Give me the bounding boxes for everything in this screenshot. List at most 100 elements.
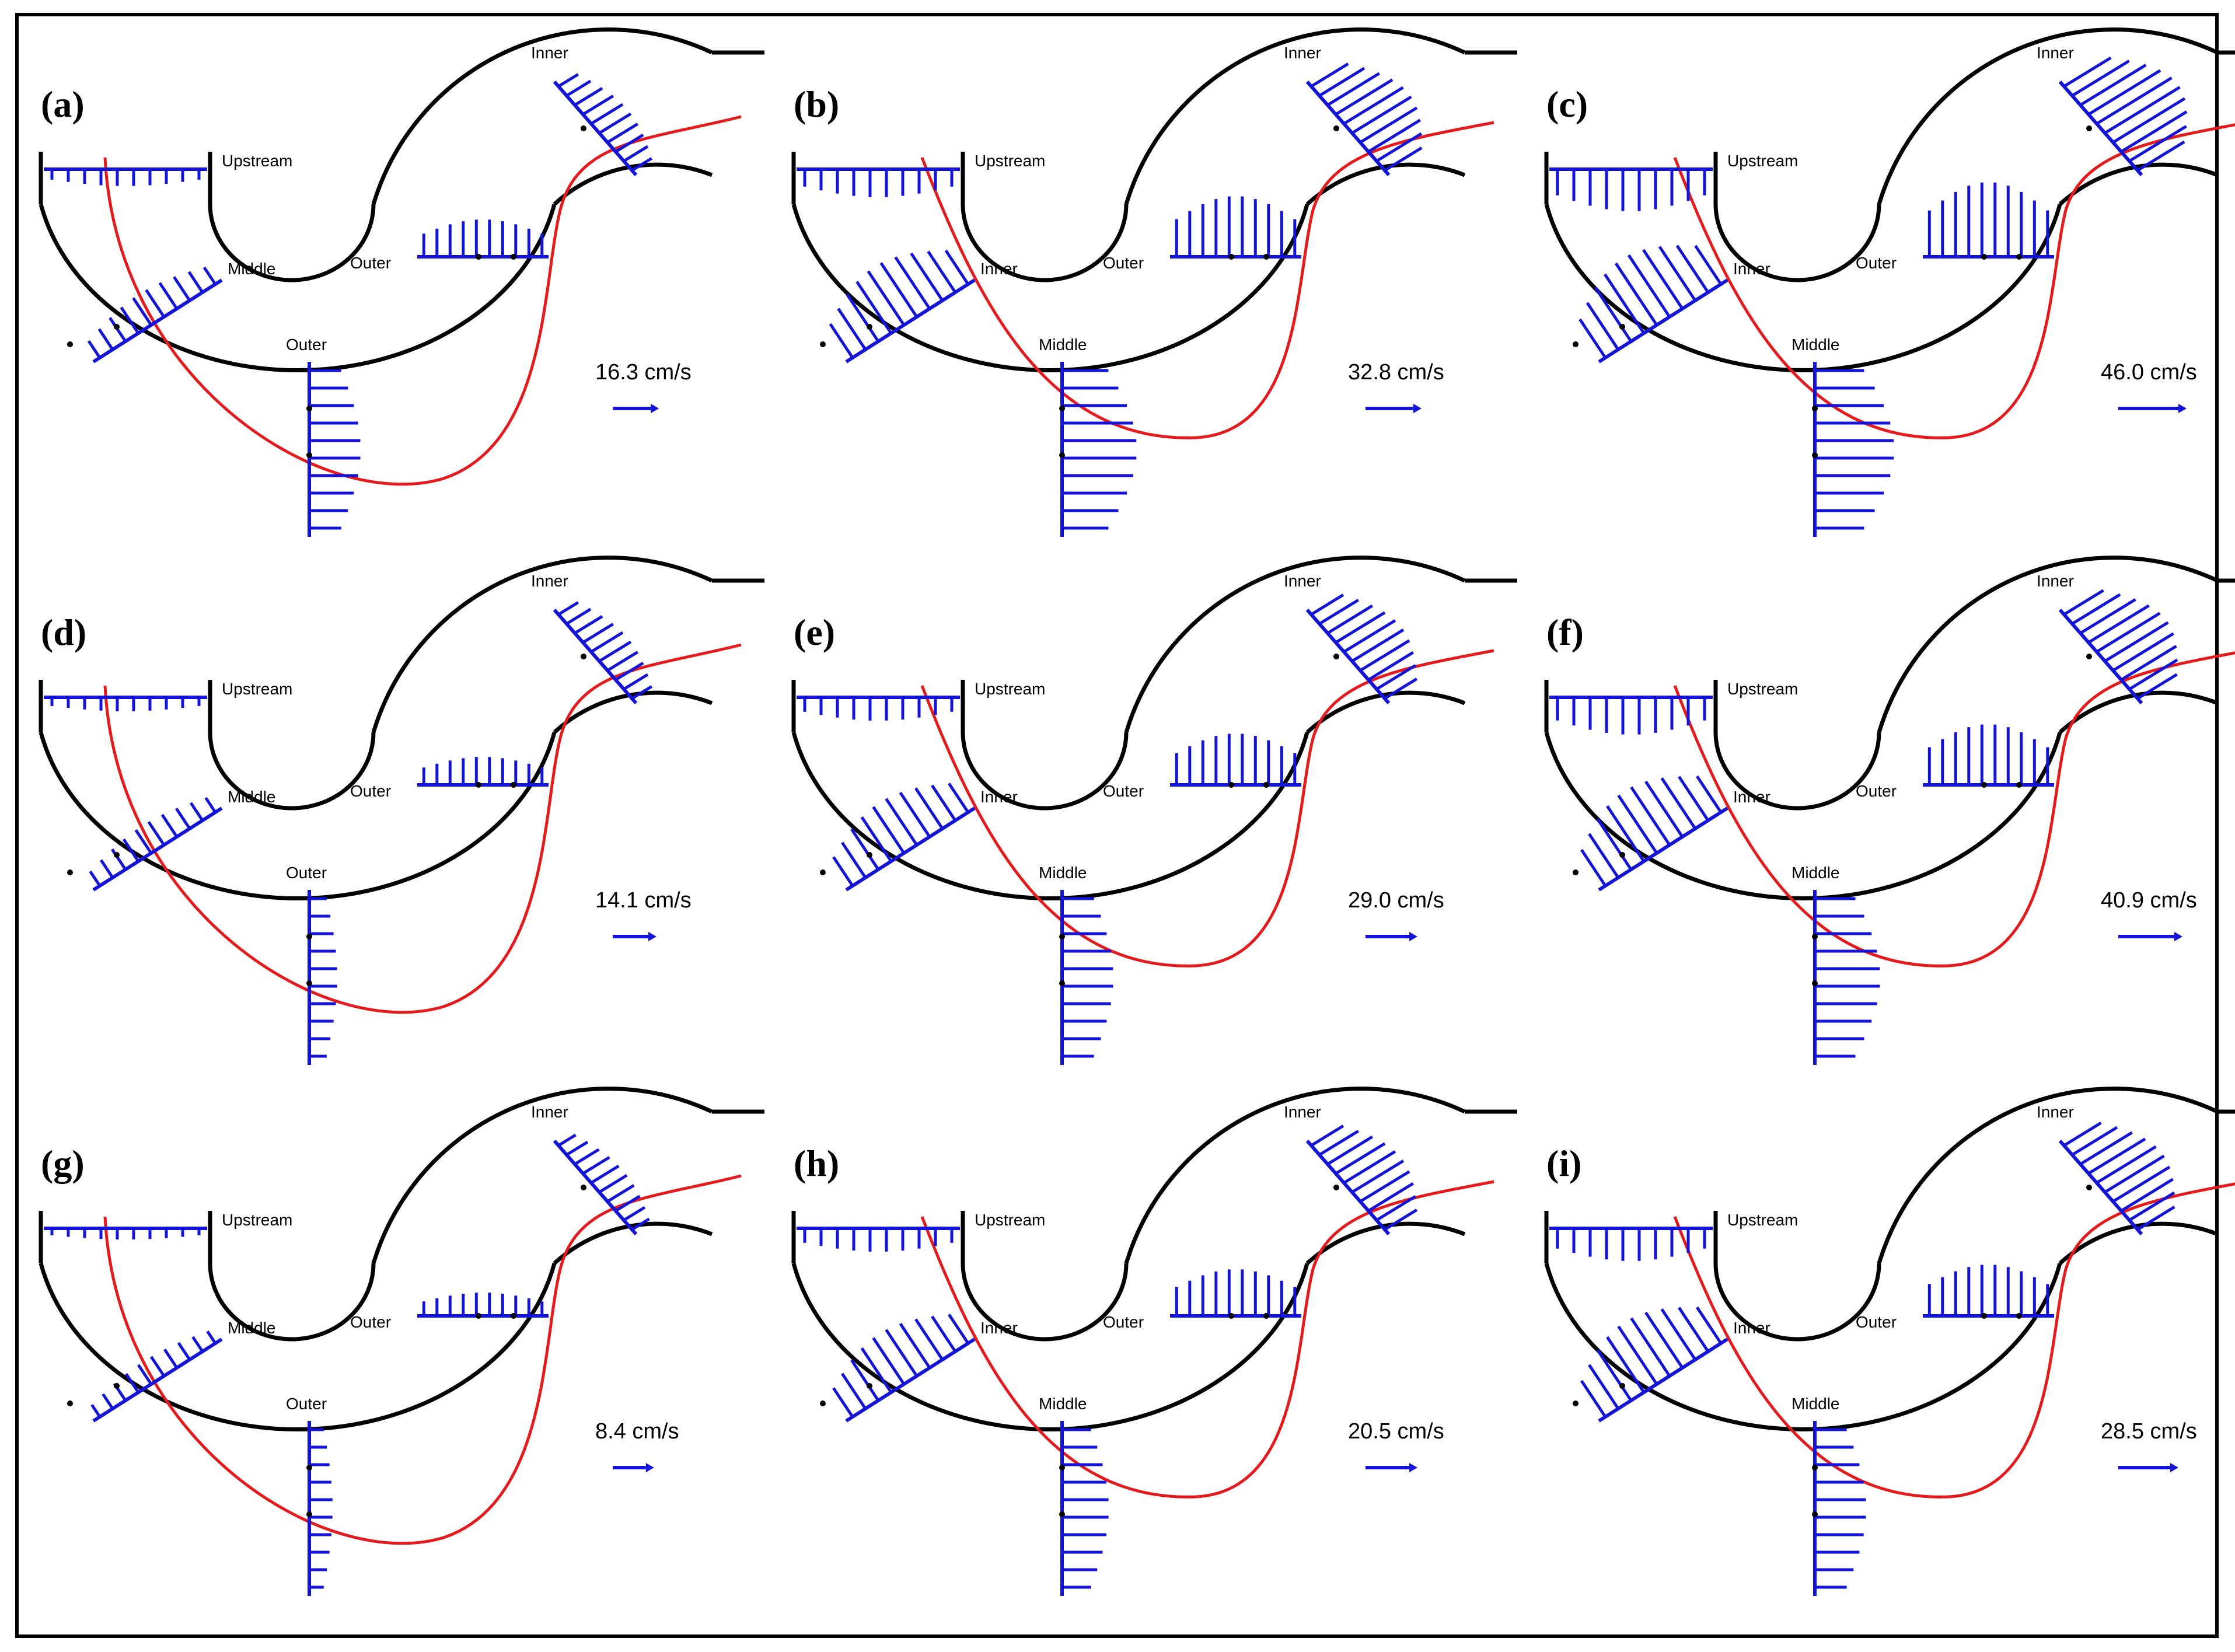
thalweg-line [1673,123,2235,439]
wall-bend1-inner [961,732,1129,811]
wall-bend2-outer [1877,1087,2219,1265]
wall-bend2-outer [1124,1087,1466,1265]
wall-bend1-inner [961,204,1129,282]
velocity-vector [177,1342,191,1361]
section-2-baseline [845,278,976,364]
wall-bend1-outer [39,732,557,901]
measurement-dot [581,654,586,659]
velocity-vector [1644,780,1684,838]
measurement-dot [1228,254,1234,260]
wall-bend1-outer [1544,1263,2062,1432]
wall-bend1-outer [791,732,1309,901]
wall-bend1-inner [208,732,376,811]
velocity-vector [1630,786,1671,846]
section-label: Outer [1856,1313,1897,1331]
measurement-dot [1619,324,1625,330]
measurement-dot [476,254,481,260]
velocity-vector [623,145,649,163]
velocity-vector [931,784,957,822]
section-label: Middle [228,260,275,278]
panel-label: (c) [1546,83,1588,125]
velocity-vector [1375,132,1423,163]
section-5 [553,601,653,704]
section-label: Inner [531,44,568,62]
velocity-vector [1586,302,1620,351]
velocity-vector [2120,110,2188,153]
measurement-dot [67,869,73,875]
velocity-vector [1326,72,1380,107]
velocity-vector [582,95,614,116]
velocity-vector [2112,97,2186,144]
section-label: Outer [350,254,391,272]
section-4 [1170,734,1301,787]
measurement-dot [1812,1465,1818,1471]
section-5-baseline [553,609,638,704]
velocity-vector [614,661,644,682]
section-2 [1580,775,1728,892]
velocity-vector [1351,95,1412,135]
section-2-baseline [1598,806,1728,892]
measurement-dot [306,1511,312,1517]
measurement-dot [867,1383,872,1389]
measurement-dot [1263,1313,1269,1319]
velocity-vector [1351,1159,1405,1194]
section-label: Upstream [1727,1211,1798,1229]
section-label: Inner [1284,44,1321,62]
section-label: Inner [531,572,568,590]
velocity-vector [1580,1379,1607,1418]
velocity-vector [855,281,893,334]
velocity-vector [872,806,906,854]
measurement-dot [1981,1313,1987,1319]
section-2 [1580,1306,1728,1423]
velocity-vector [2071,593,2121,626]
measurement-dot [1228,1313,1234,1319]
section-5-baseline [1305,1140,1391,1235]
section-label: Upstream [1727,680,1798,698]
velocity-vector [850,1359,880,1402]
thalweg-line [103,643,742,1014]
section-upstream [44,167,207,186]
measurement-dot [581,125,586,131]
section-5 [553,73,653,176]
measurement-dot [306,1465,312,1471]
velocity-vector [134,829,153,854]
measurement-dot [867,852,872,858]
velocity-vector [1310,62,1349,88]
section-label: Middle [228,1319,275,1337]
velocity-vector [1606,1336,1646,1393]
velocity-vector [1326,604,1374,635]
measurement-dot [1981,254,1987,260]
velocity-vector [574,1148,600,1166]
measurement-dot [1059,1465,1065,1471]
velocity-vector [2104,86,2181,135]
section-2 [90,1330,223,1423]
measurement-dot [1059,406,1065,411]
section-5-baseline [2058,1140,2143,1235]
velocity-vector [582,623,614,644]
section-label: Upstream [222,152,292,170]
velocity-vector [175,808,191,830]
section-label: Inner [1733,1319,1770,1337]
reference-speed-label: 14.1 cm/s [595,888,692,913]
velocity-vector [1335,1142,1386,1175]
measurement-dot [1981,782,1987,788]
section-4 [417,219,549,259]
section-label: Inner [1284,1103,1321,1121]
velocity-vector [1588,1364,1620,1410]
velocity-vector [557,601,579,616]
measurement-dot [114,852,120,858]
measurement-dot [1263,782,1269,788]
wall-bend1-inner [208,204,376,282]
velocity-vector [2063,56,2112,88]
section-2 [832,1314,976,1423]
reference-arrow-head [651,404,659,413]
measurement-dot [1812,934,1818,939]
velocity-vector [1658,246,1697,302]
measurement-dot [1228,782,1234,788]
measurement-dot [1059,980,1065,986]
section-label: Inner [1733,260,1770,278]
velocity-vector [1660,1308,1697,1361]
velocity-vector [2063,1122,2102,1147]
